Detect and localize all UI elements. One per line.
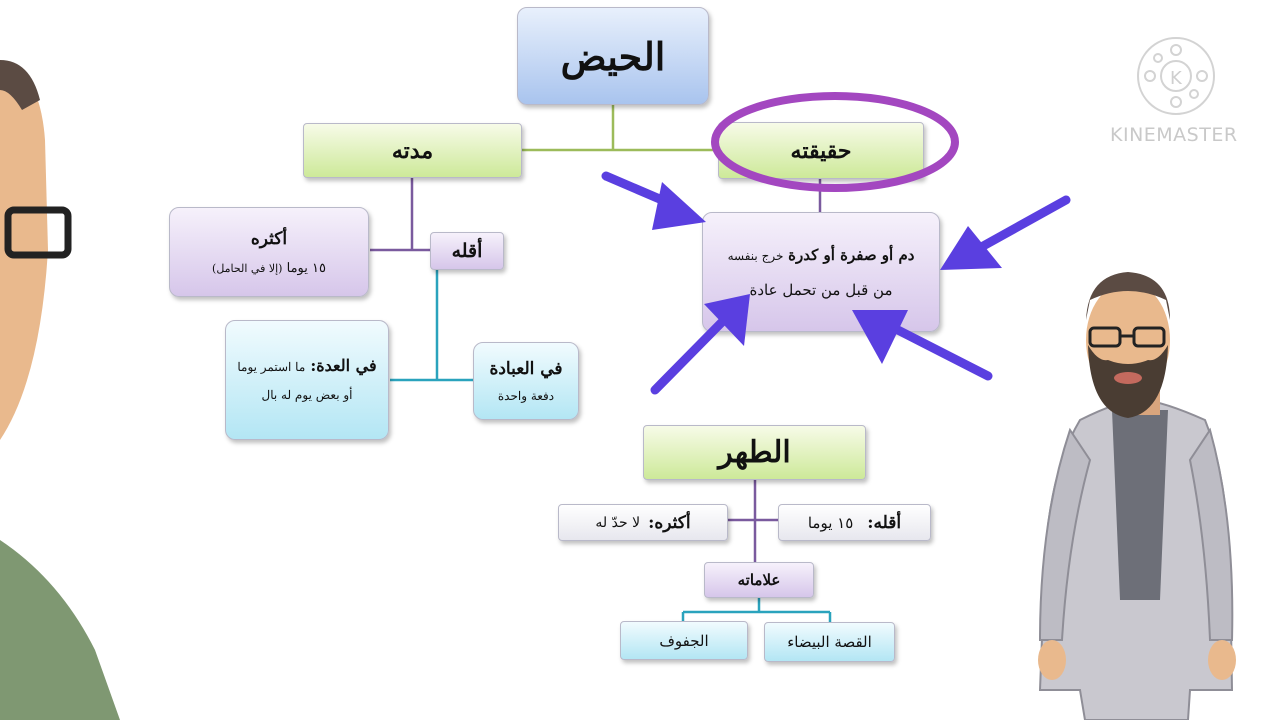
signs-node: علاماته — [704, 562, 814, 598]
reality-line-1-bold: دم أو صفرة أو كدرة — [788, 245, 915, 264]
connector-root — [522, 105, 720, 152]
purity-label: الطهر — [718, 435, 791, 470]
signs-label: علاماته — [737, 571, 781, 589]
highlight-ring — [711, 92, 959, 192]
arrow-top-right — [940, 195, 1071, 270]
iddah-line-1: في العدة: ما استمر يوما — [237, 352, 376, 381]
purity-min-value: ١٥ يوما — [807, 513, 854, 532]
arrow-bottom-right — [852, 310, 993, 381]
iddah-line-2: أو بعض يوم له بال — [261, 387, 353, 402]
reality-line-1-rest: خرج بنفسه — [727, 248, 784, 263]
purity-node: الطهر — [643, 425, 866, 480]
max-value-line: ١٥ يوما (إلا في الحامل) — [212, 261, 326, 276]
sign-dry-node: الجفوف — [620, 621, 748, 660]
purity-min-label: أقله: — [867, 512, 902, 533]
connector-purity — [728, 480, 780, 563]
min-label: أقله — [451, 240, 483, 262]
reality-line-1: دم أو صفرة أو كدرة خرج بنفسه — [728, 238, 915, 273]
svg-text:K: K — [1170, 68, 1183, 89]
iddah-node: في العدة: ما استمر يوما أو بعض يوم له با… — [225, 320, 389, 440]
connector-duration — [370, 178, 432, 252]
iddah-line-1-text: ما استمر يوما — [237, 359, 306, 374]
sign-white-label: القصة البيضاء — [787, 633, 872, 651]
kinemaster-wordmark: KINEMASTER — [1110, 124, 1238, 146]
purity-max-value: لا حدّ له — [595, 514, 641, 531]
connector-signs — [681, 598, 832, 622]
worship-node: في العبادة دفعة واحدة — [473, 342, 579, 420]
root-label: الحيض — [560, 33, 666, 79]
reality-label: حقيقته — [790, 137, 852, 164]
iddah-title: في العدة: — [310, 355, 377, 375]
sign-white-node: القصة البيضاء — [764, 622, 895, 662]
max-node: أكثره ١٥ يوما (إلا في الحامل) — [169, 207, 369, 297]
worship-title: في العبادة — [489, 359, 563, 379]
root-node: الحيض — [517, 7, 709, 105]
duration-label: مدته — [391, 137, 434, 164]
purity-max-label: أكثره: — [648, 512, 691, 533]
purity-max-node: أكثره: لا حدّ له — [558, 504, 728, 541]
sign-dry-label: الجفوف — [659, 631, 709, 650]
reality-line-2: من قبل من تحمل عادة — [749, 280, 893, 299]
arrow-bottom-left — [650, 294, 750, 395]
connector-min — [390, 270, 475, 382]
purity-min-node: أقله: ١٥ يوما — [778, 504, 931, 541]
arrow-top-left — [601, 171, 706, 230]
max-note: (إلا في الحامل) — [212, 261, 283, 275]
worship-value: دفعة واحدة — [497, 389, 555, 403]
max-title: أكثره — [250, 228, 288, 249]
duration-node: مدته — [303, 123, 522, 178]
min-node: أقله — [430, 232, 504, 270]
max-value: ١٥ يوما — [286, 260, 326, 276]
reality-node: حقيقته — [718, 122, 924, 179]
